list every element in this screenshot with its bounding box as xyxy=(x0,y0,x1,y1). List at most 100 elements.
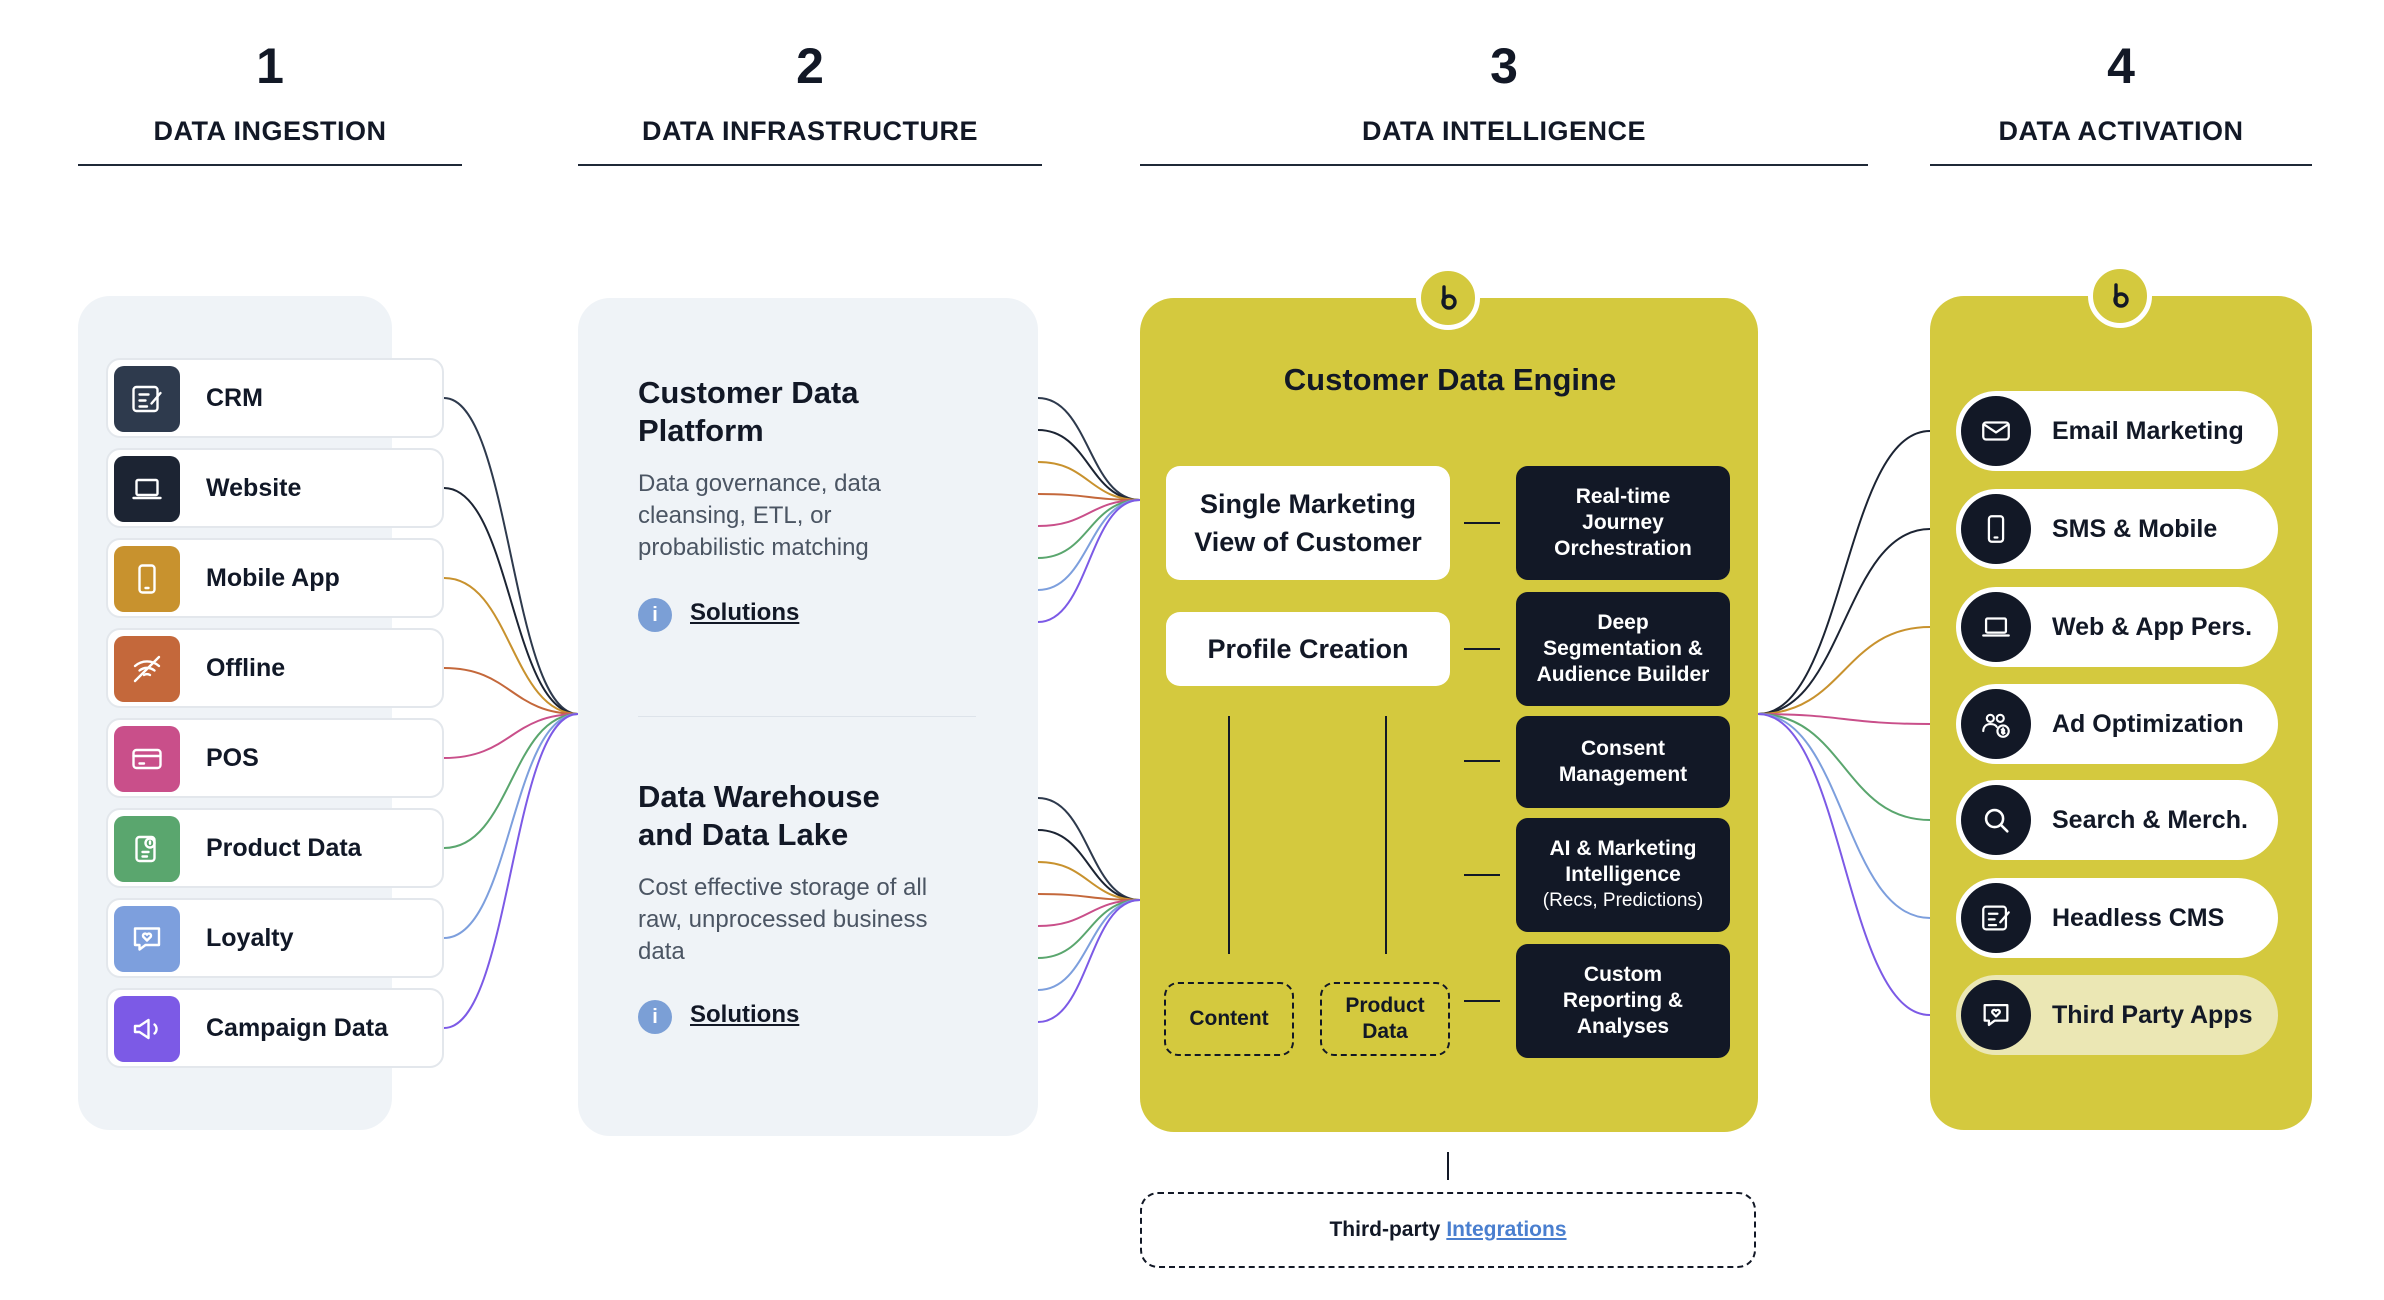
channel-sms-mobile[interactable]: SMS & Mobile xyxy=(1956,489,2278,569)
product-icon xyxy=(114,816,180,882)
connector-curve xyxy=(1037,797,1141,901)
single-view-line: Single Marketing xyxy=(1199,489,1417,519)
capability-line: Consent xyxy=(1581,737,1665,760)
connector-dash xyxy=(1464,874,1500,876)
source-card-offline[interactable]: Offline xyxy=(106,628,444,708)
source-label: Offline xyxy=(206,654,286,682)
column-divider xyxy=(1930,164,2312,166)
connector-curve xyxy=(1037,499,1141,559)
source-card-website[interactable]: Website xyxy=(106,448,444,528)
connector-curve xyxy=(1037,461,1141,501)
infra-divider xyxy=(638,716,976,717)
cdp-solutions-link[interactable]: Solutions xyxy=(690,599,800,626)
column-title: DATA INTELLIGENCE xyxy=(1362,116,1646,146)
chat-heart-icon xyxy=(1961,980,2031,1050)
channel-search-merch[interactable]: Search & Merch. xyxy=(1956,780,2278,860)
channel-label: Ad Optimization xyxy=(2052,710,2244,738)
connector-curve xyxy=(1037,899,1141,991)
channel-web-app-personalization[interactable]: Web & App Pers. xyxy=(1956,587,2278,667)
cdp-title-line: Customer Data xyxy=(638,375,859,410)
info-icon[interactable]: i xyxy=(638,1000,672,1034)
connector-curve xyxy=(443,713,579,849)
warehouse-title-line: and Data Lake xyxy=(638,817,849,852)
connectors-ingestion-to-infrastructure xyxy=(443,397,579,1029)
cms-icon xyxy=(1961,883,2031,953)
brand-b-icon xyxy=(1416,266,1480,330)
channel-headless-cms[interactable]: Headless CMS xyxy=(1956,878,2278,958)
search-icon xyxy=(1961,785,2031,855)
crm-icon xyxy=(114,366,180,432)
channel-label: Headless CMS xyxy=(2052,904,2225,932)
connectors-infrastructure-to-intelligence xyxy=(1037,397,1141,1023)
column-number: 1 xyxy=(256,38,284,94)
column-title: DATA ACTIVATION xyxy=(1998,116,2244,146)
channel-ad-optimization[interactable]: Ad Optimization xyxy=(1956,684,2278,764)
connector-curve xyxy=(1757,528,1931,715)
connector-curve xyxy=(1757,713,1931,725)
integrations-link[interactable]: Integrations xyxy=(1446,1218,1567,1241)
connector-curve xyxy=(443,713,579,939)
connectors-intelligence-to-activation xyxy=(1757,430,1931,1016)
source-label: Product Data xyxy=(206,834,362,862)
card-icon xyxy=(114,726,180,792)
connector-vertical xyxy=(1228,716,1230,954)
column-number: 2 xyxy=(796,38,824,94)
connector-curve xyxy=(1757,713,1931,919)
profile-creation-box: Profile Creation xyxy=(1166,612,1450,686)
warehouse-desc-line: raw, unprocessed business xyxy=(638,906,928,933)
connector-curve xyxy=(1037,429,1141,501)
source-card-pos[interactable]: POS xyxy=(106,718,444,798)
channel-email-marketing[interactable]: Email Marketing xyxy=(1956,391,2278,471)
connector-curve xyxy=(1037,829,1141,901)
connector-curve xyxy=(1757,713,1931,821)
capability-line: Deep xyxy=(1597,611,1649,634)
source-card-crm[interactable]: CRM xyxy=(106,358,444,438)
capability-line: Custom xyxy=(1583,963,1663,986)
mobile-icon xyxy=(114,546,180,612)
connector-vertical xyxy=(1385,716,1387,954)
content-box: Content xyxy=(1164,982,1294,1056)
source-label: POS xyxy=(206,744,259,772)
connector-curve xyxy=(1037,861,1141,901)
capability-line: Real-time xyxy=(1575,485,1671,508)
product-data-line: Product xyxy=(1345,994,1425,1017)
laptop-icon xyxy=(114,456,180,522)
connector-curve xyxy=(1037,893,1141,901)
connector-curve xyxy=(443,397,579,715)
connector-curve xyxy=(1037,899,1141,1023)
single-view-box: Single Marketing View of Customer xyxy=(1166,466,1450,580)
cdp-desc-line: cleansing, ETL, or xyxy=(638,502,832,529)
capability-line: Intelligence xyxy=(1565,863,1681,886)
megaphone-icon xyxy=(114,996,180,1062)
capability-ai-intelligence: AI & Marketing Intelligence (Recs, Predi… xyxy=(1516,818,1730,932)
column-divider xyxy=(578,164,1042,166)
capability-line: Orchestration xyxy=(1554,537,1692,560)
channel-label: Web & App Pers. xyxy=(2052,613,2253,641)
channel-third-party-apps[interactable]: Third Party Apps xyxy=(1956,975,2278,1055)
single-view-line: View of Customer xyxy=(1194,527,1422,557)
source-card-campaign-data[interactable]: Campaign Data xyxy=(106,988,444,1068)
cdp-title-line: Platform xyxy=(638,413,764,448)
connector-curve xyxy=(443,667,579,715)
warehouse-solutions-link[interactable]: Solutions xyxy=(690,1001,800,1028)
connector-curve xyxy=(1037,397,1141,501)
info-icon[interactable]: i xyxy=(638,598,672,632)
warehouse-title-line: Data Warehouse xyxy=(638,779,880,814)
capability-line: AI & Marketing xyxy=(1549,837,1697,860)
column-header-infrastructure: 2 DATA INFRASTRUCTURE xyxy=(578,30,1042,147)
source-label: Website xyxy=(206,474,302,502)
email-icon xyxy=(1961,396,2031,466)
connector-curve xyxy=(443,713,579,1029)
capability-line: Analyses xyxy=(1576,1015,1670,1038)
column-divider xyxy=(78,164,462,166)
connector-curve xyxy=(1037,499,1141,591)
source-card-mobile-app[interactable]: Mobile App xyxy=(106,538,444,618)
channel-label: SMS & Mobile xyxy=(2052,515,2218,543)
source-label: Campaign Data xyxy=(206,1014,388,1042)
connector-curve xyxy=(1757,713,1931,1016)
product-data-line: Data xyxy=(1362,1020,1408,1043)
connector-curve xyxy=(443,713,579,759)
connector-curve xyxy=(1037,493,1141,501)
source-card-product-data[interactable]: Product Data xyxy=(106,808,444,888)
source-card-loyalty[interactable]: Loyalty xyxy=(106,898,444,978)
